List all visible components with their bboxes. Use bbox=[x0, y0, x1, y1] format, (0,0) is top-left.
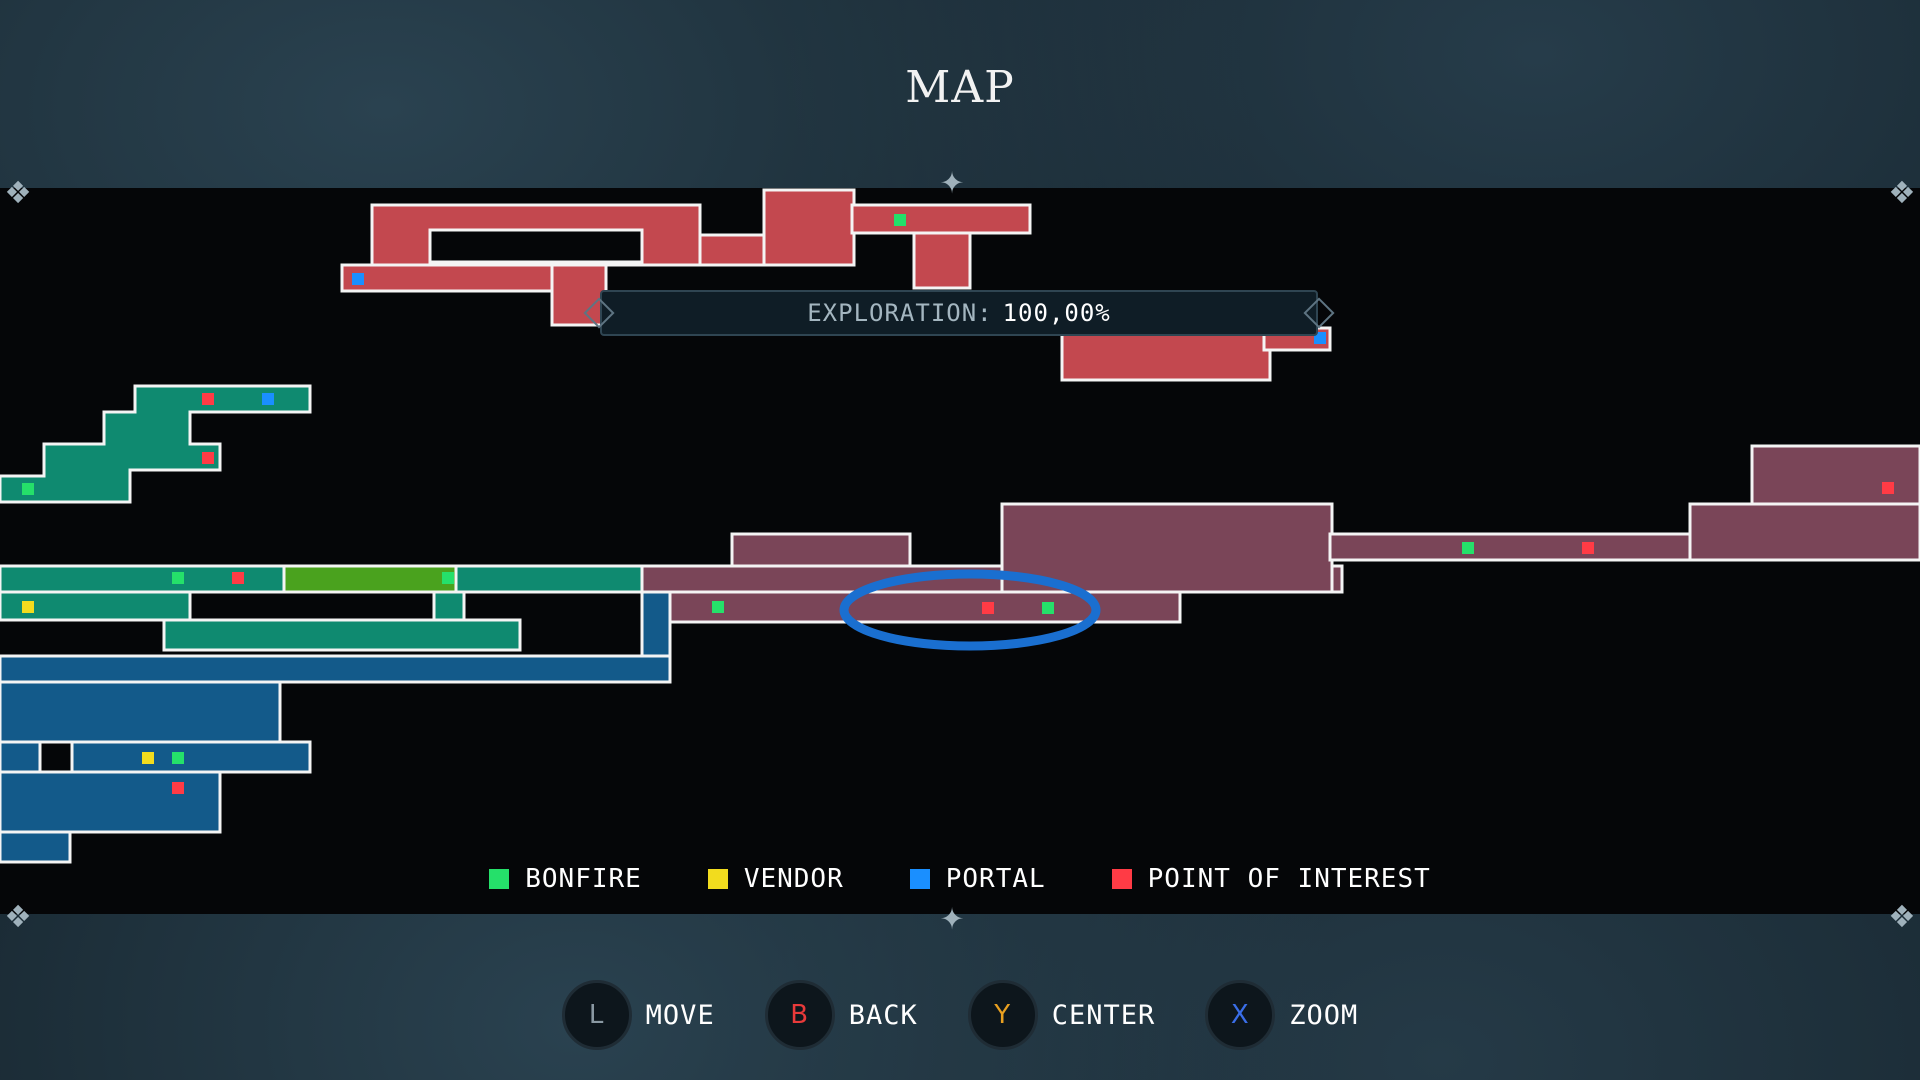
purple-zone bbox=[640, 444, 1920, 624]
legend-item-bonfire: BONFIRE bbox=[489, 864, 642, 894]
frame-crest-icon: ✦ bbox=[940, 157, 965, 203]
control-zoom[interactable]: X ZOOM bbox=[1205, 980, 1358, 1050]
frame-ornament-icon: ❖ bbox=[6, 891, 31, 937]
green-corridor bbox=[282, 564, 458, 594]
control-back[interactable]: B BACK bbox=[764, 980, 918, 1050]
left-stick-icon[interactable]: L bbox=[561, 980, 632, 1050]
portal-marker-icon bbox=[1314, 332, 1326, 344]
frame-ornament-icon: ❖ bbox=[6, 167, 31, 213]
point-of-interest-marker-icon bbox=[202, 393, 214, 405]
x-button-icon[interactable]: X bbox=[1205, 980, 1276, 1050]
point-of-interest-marker-icon bbox=[1582, 542, 1594, 554]
vendor-marker-icon bbox=[707, 869, 728, 889]
bonfire-marker-icon bbox=[1462, 542, 1474, 554]
portal-marker-icon bbox=[262, 393, 274, 405]
teal-zone bbox=[0, 384, 644, 652]
control-label: ZOOM bbox=[1289, 999, 1359, 1031]
bonfire-marker-icon bbox=[172, 752, 184, 764]
legend-label: VENDOR bbox=[743, 864, 844, 894]
point-of-interest-marker-icon bbox=[1882, 482, 1894, 494]
highlight-circle bbox=[839, 569, 1101, 651]
map-canvas[interactable] bbox=[0, 188, 1920, 914]
b-button-icon[interactable]: B bbox=[764, 980, 835, 1050]
legend-item-portal: PORTAL bbox=[909, 864, 1046, 894]
bonfire-marker-icon bbox=[894, 214, 906, 226]
legend-label: PORTAL bbox=[945, 864, 1046, 894]
exploration-value: 100,00% bbox=[1002, 299, 1111, 327]
y-button-icon[interactable]: Y bbox=[967, 980, 1038, 1050]
portal-marker-icon bbox=[352, 273, 364, 285]
bonfire-marker-icon bbox=[442, 572, 454, 584]
point-of-interest-marker-icon bbox=[172, 782, 184, 794]
map-legend: BONFIRE VENDOR PORTAL POINT OF INTEREST bbox=[0, 864, 1920, 894]
legend-item-point-of-interest: POINT OF INTEREST bbox=[1111, 864, 1431, 894]
blue-zone-inner-gap bbox=[38, 740, 74, 774]
exploration-banner: EXPLORATION: 100,00% bbox=[583, 290, 1335, 336]
bonfire-marker-icon bbox=[22, 483, 34, 495]
legend-item-vendor: VENDOR bbox=[707, 864, 844, 894]
point-of-interest-marker-icon bbox=[1111, 869, 1132, 889]
legend-label: BONFIRE bbox=[525, 864, 642, 894]
exploration-label: EXPLORATION: bbox=[807, 299, 993, 327]
bonfire-marker-icon bbox=[489, 869, 510, 889]
bonfire-marker-icon bbox=[172, 572, 184, 584]
control-move[interactable]: L MOVE bbox=[561, 980, 715, 1050]
bonfire-marker-icon bbox=[1042, 602, 1054, 614]
frame-ornament-icon: ❖ bbox=[1889, 167, 1914, 213]
control-label: MOVE bbox=[645, 999, 715, 1031]
point-of-interest-marker-icon bbox=[202, 452, 214, 464]
frame-crest-icon: ✦ bbox=[940, 893, 965, 939]
control-label: BACK bbox=[848, 999, 918, 1031]
portal-marker-icon bbox=[909, 869, 930, 889]
control-label: CENTER bbox=[1051, 999, 1156, 1031]
control-center[interactable]: Y CENTER bbox=[967, 980, 1156, 1050]
point-of-interest-marker-icon bbox=[232, 572, 244, 584]
vendor-marker-icon bbox=[142, 752, 154, 764]
red-zone bbox=[340, 188, 1332, 382]
bonfire-marker-icon bbox=[712, 601, 724, 613]
control-hints: L MOVE B BACK Y CENTER X ZOOM bbox=[0, 980, 1920, 1050]
legend-label: POINT OF INTEREST bbox=[1147, 864, 1431, 894]
map-markers bbox=[22, 214, 1894, 794]
point-of-interest-marker-icon bbox=[982, 602, 994, 614]
page-title: MAP bbox=[905, 62, 1015, 113]
red-zone-inner-gap bbox=[428, 228, 644, 264]
frame-ornament-icon: ❖ bbox=[1889, 891, 1914, 937]
vendor-marker-icon bbox=[22, 601, 34, 613]
